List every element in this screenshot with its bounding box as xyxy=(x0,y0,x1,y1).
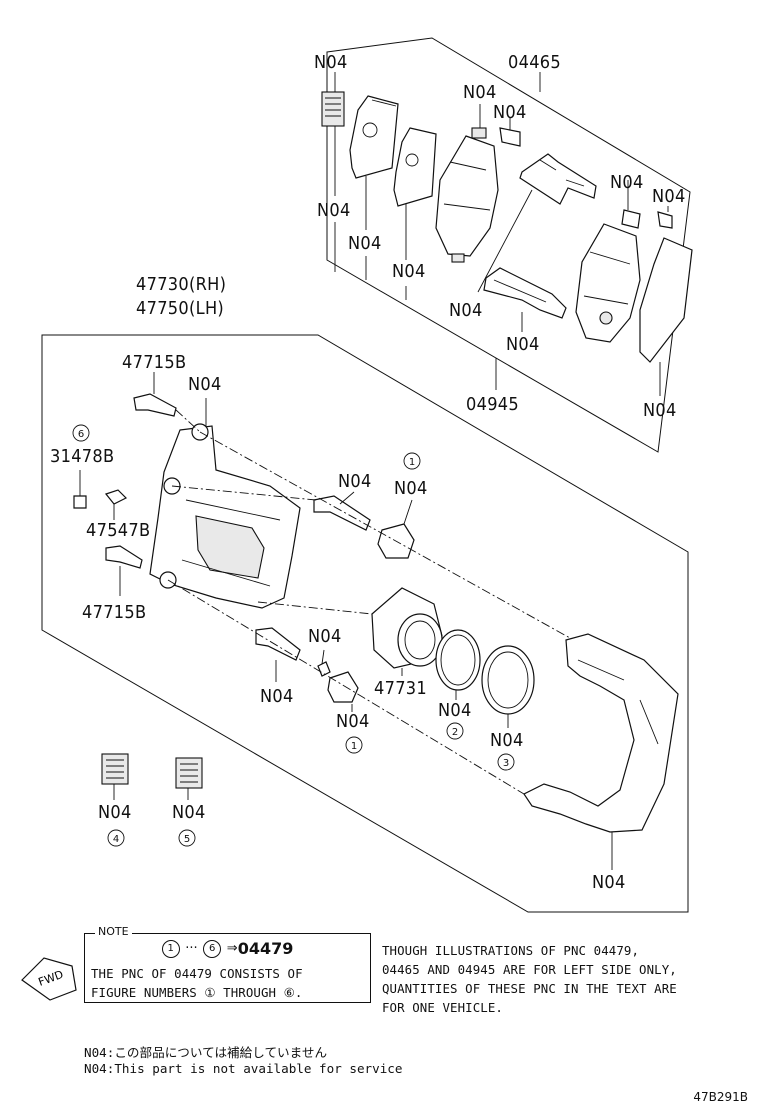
circled-3: 3 xyxy=(497,753,515,771)
side-note-line-2: 04465 AND 04945 ARE FOR LEFT SIDE ONLY, xyxy=(382,962,677,977)
label-n04-shim-5: N04 xyxy=(172,802,206,823)
note-formula: 1 ··· 6 ⇒04479 xyxy=(85,938,370,958)
side-note-line-1: THOUGH ILLUSTRATIONS OF PNC 04479, xyxy=(382,943,640,958)
svg-text:3: 3 xyxy=(503,758,509,769)
label-47731: 47731 xyxy=(374,678,427,699)
pad-support-plate-upper xyxy=(519,153,597,205)
note-line-2: FIGURE NUMBERS ① THROUGH ⑥. xyxy=(91,985,303,1000)
note-pnc: 04479 xyxy=(237,939,294,958)
footnote-english: N04:This part is not available for servi… xyxy=(84,1061,403,1076)
note-circled-end: 6 xyxy=(203,939,222,958)
label-04465: 04465 xyxy=(508,52,561,73)
label-n04-support-lower: N04 xyxy=(506,334,540,355)
svg-text:1: 1 xyxy=(351,741,357,752)
piston-seal xyxy=(435,629,481,691)
cylinder-boot xyxy=(481,645,535,715)
assembly-lines xyxy=(167,409,571,795)
note-arrow: ⇒ xyxy=(226,941,238,956)
label-n04-bushing: N04 xyxy=(308,626,342,647)
label-n04-shim-top: N04 xyxy=(314,52,348,73)
label-n04-pad-outer: N04 xyxy=(463,82,497,103)
reference-code: 47B291B xyxy=(693,1090,748,1104)
bleeder-plug xyxy=(73,489,128,509)
label-n04-slide-pin-lower: N04 xyxy=(260,686,294,707)
label-47715b-top: 47715B xyxy=(122,352,186,373)
svg-text:1: 1 xyxy=(409,457,415,468)
label-47730rh: 47730(RH) xyxy=(136,274,226,295)
label-n04-support-upper: N04 xyxy=(449,300,483,321)
pad-kit-leaders xyxy=(334,72,669,396)
caliper-frame xyxy=(41,334,689,913)
circled-4: 4 xyxy=(107,829,125,847)
label-n04-clip-inner: N04 xyxy=(610,172,644,193)
bolt-bottom xyxy=(105,545,143,569)
anti-squeal-shim-outer xyxy=(349,95,399,179)
svg-text:2: 2 xyxy=(452,727,458,738)
label-n04-boot-upper: N04 xyxy=(394,478,428,499)
side-note-line-4: FOR ONE VEHICLE. xyxy=(382,1000,503,1015)
note-circled-start: 1 xyxy=(161,939,180,958)
caliper-leaders xyxy=(79,372,613,870)
label-n04-caliper-top: N04 xyxy=(188,374,222,395)
slide-pin-upper xyxy=(313,495,415,559)
anti-squeal-shim-inner xyxy=(393,127,437,207)
label-n04-boot-lower: N04 xyxy=(336,711,370,732)
brake-pad-inner xyxy=(575,223,641,343)
label-n04-cylinder-boot: N04 xyxy=(490,730,524,751)
circled-2: 2 xyxy=(446,722,464,740)
caliper-body xyxy=(149,423,301,609)
label-n04-shim-inner: N04 xyxy=(392,261,426,282)
label-n04-torque-plate: N04 xyxy=(592,872,626,893)
brake-pad-outer xyxy=(435,127,499,263)
svg-text:4: 4 xyxy=(113,834,119,845)
label-n04-shim-left: N04 xyxy=(317,200,351,221)
shim-4 xyxy=(101,753,129,785)
svg-text:5: 5 xyxy=(184,834,190,845)
note-range-sep: ··· xyxy=(185,941,198,956)
shim-5 xyxy=(175,757,203,789)
circled-6: 6 xyxy=(72,424,90,442)
label-47750lh: 47750(LH) xyxy=(136,298,224,319)
label-47547b: 47547B xyxy=(86,520,150,541)
label-04945: 04945 xyxy=(466,394,519,415)
pad-clip-a xyxy=(499,127,673,229)
label-n04-clip: N04 xyxy=(493,102,527,123)
slide-pin-lower xyxy=(255,627,359,703)
side-note-line-3: QUANTITIES OF THESE PNC IN THE TEXT ARE xyxy=(382,981,677,996)
note-title: NOTE xyxy=(95,925,132,938)
fwd-arrow-icon: FWD xyxy=(21,957,77,1001)
svg-text:6: 6 xyxy=(78,429,84,440)
circled-1-upper: 1 xyxy=(403,452,421,470)
label-n04-slide-pin-upper: N04 xyxy=(338,471,372,492)
label-47715b-bottom: 47715B xyxy=(82,602,146,623)
label-n04-shim-inner-plate: N04 xyxy=(643,400,677,421)
label-n04-shim-outer: N04 xyxy=(348,233,382,254)
pad-support-plate-lower xyxy=(483,267,567,319)
label-n04-clip-right: N04 xyxy=(652,186,686,207)
torque-plate xyxy=(523,633,679,833)
circled-1-lower: 1 xyxy=(345,736,363,754)
caliper-piston xyxy=(371,587,443,669)
label-n04-piston-seal: N04 xyxy=(438,700,472,721)
label-n04-shim-4: N04 xyxy=(98,802,132,823)
circled-5: 5 xyxy=(178,829,196,847)
shim-small-top xyxy=(321,91,345,127)
label-31478b: 31478B xyxy=(50,446,114,467)
bolt-top xyxy=(133,393,177,417)
footnote-japanese: N04:この部品については補給していません xyxy=(84,1045,328,1060)
side-note: THOUGH ILLUSTRATIONS OF PNC 04479, 04465… xyxy=(382,941,758,1017)
note-box: NOTE 1 ··· 6 ⇒04479 THE PNC OF 04479 CON… xyxy=(84,925,371,1003)
shim-inner-plate xyxy=(639,237,693,363)
note-line-1: THE PNC OF 04479 CONSISTS OF xyxy=(91,966,303,981)
